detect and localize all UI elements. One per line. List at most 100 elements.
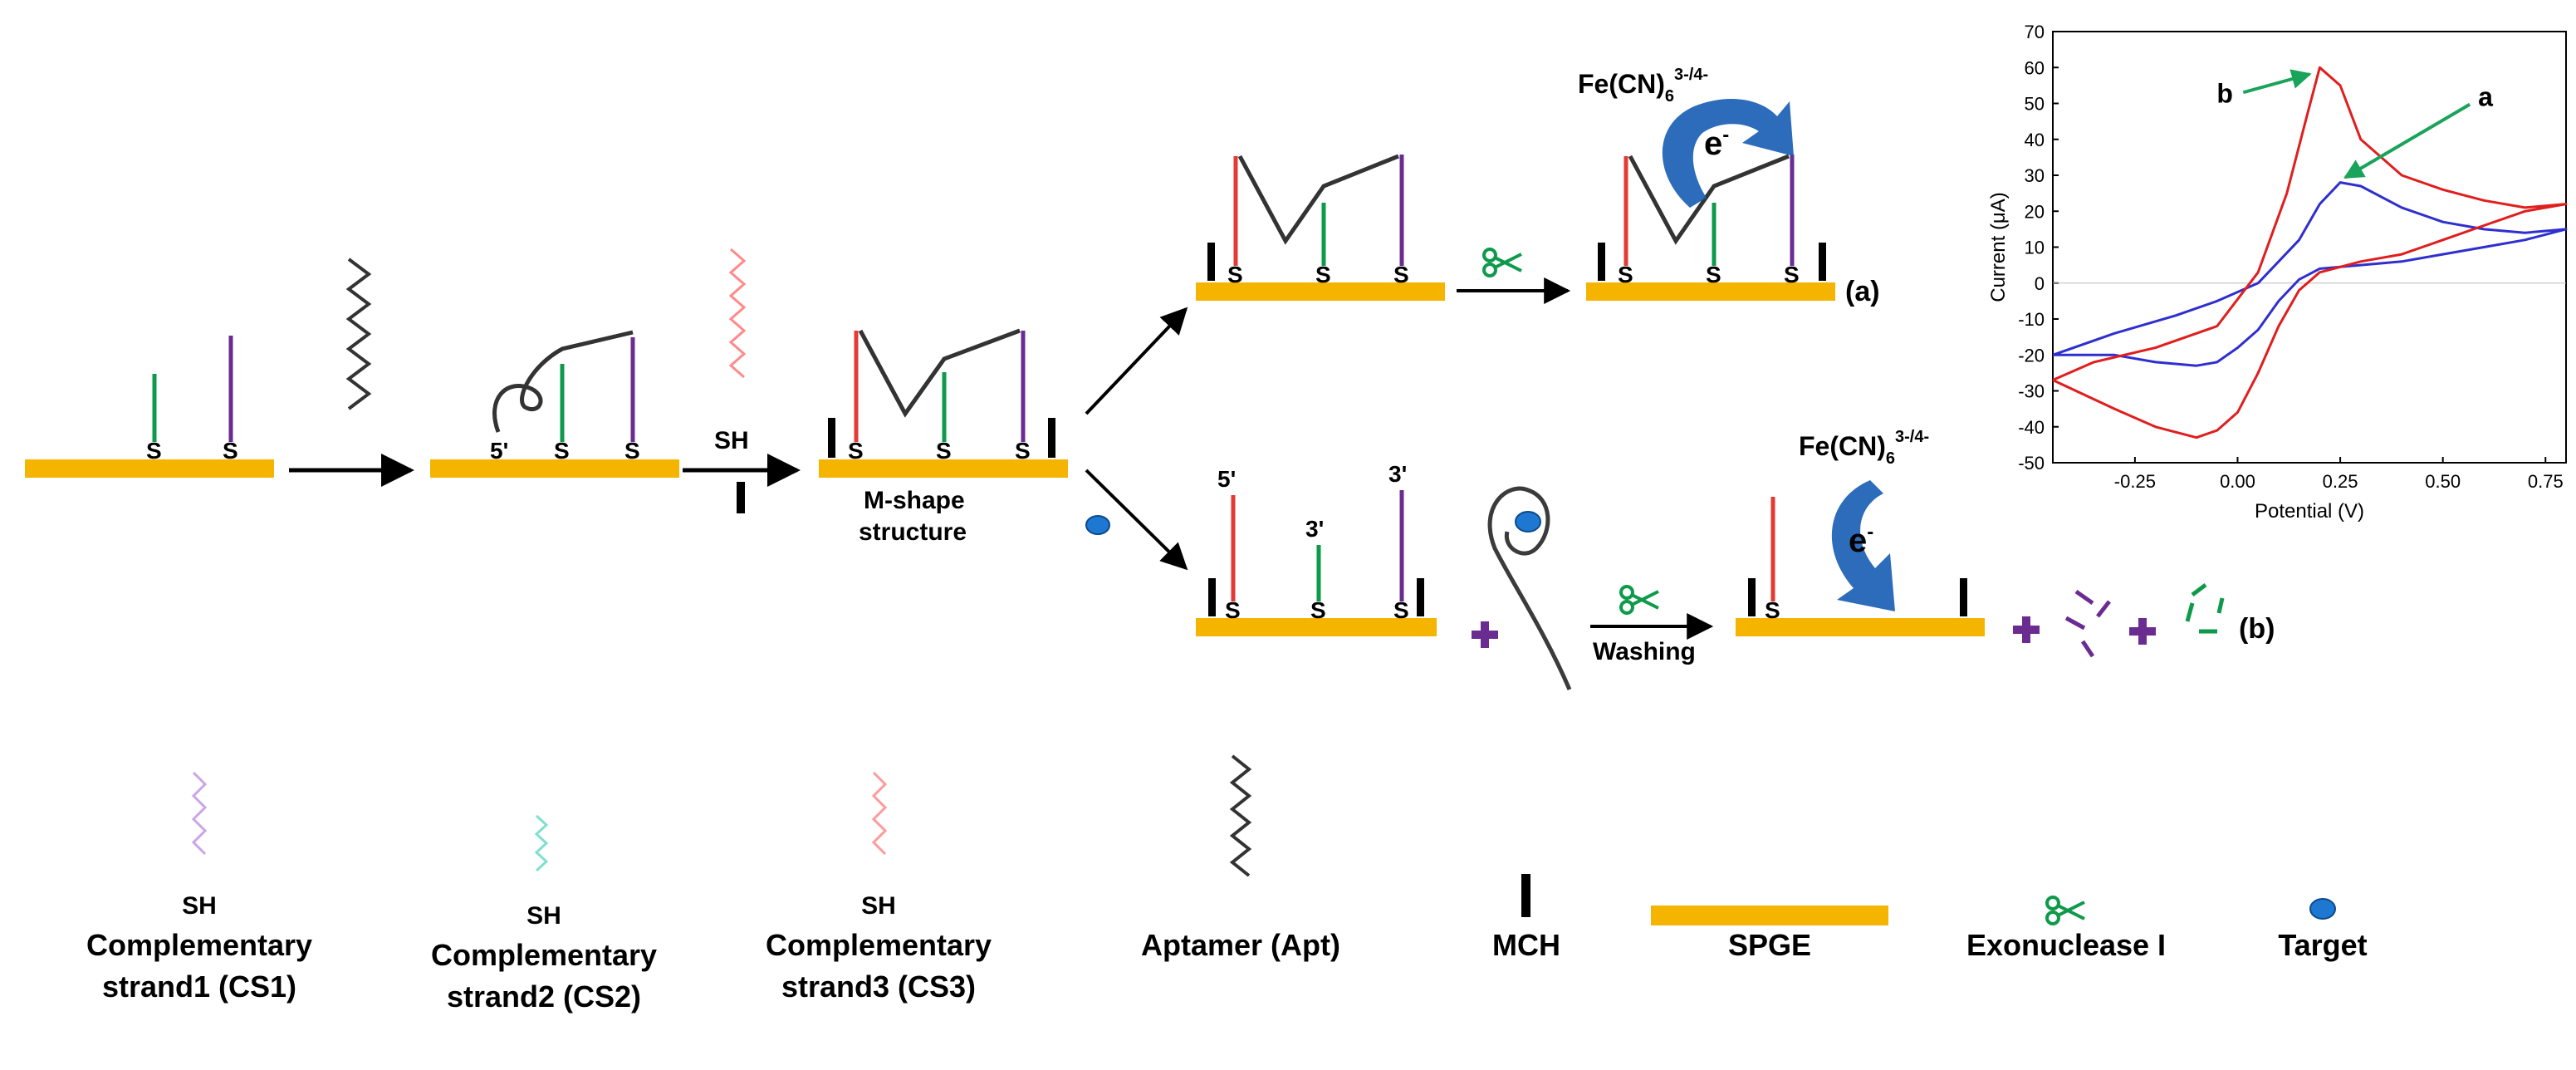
electron-label: e- — [1849, 521, 1873, 559]
scissors-icon — [2045, 896, 2086, 925]
legend-cs1-sh: SH — [182, 892, 217, 920]
sulfur-label: S — [1310, 597, 1326, 623]
ferricyanide-label-a: Fe(CN)63-/4- — [1578, 66, 1708, 106]
step3-electrode: S S S M-shape structure — [819, 328, 1068, 546]
legend: SH Complementary strand1 (CS1) SH Comple… — [86, 754, 2368, 1014]
curved-arrow-icon — [1831, 480, 1895, 611]
legend-mch: MCH — [1492, 874, 1560, 962]
legend-cs2-line2: strand2 (CS2) — [447, 979, 641, 1014]
legend-cs2-sh: SH — [526, 902, 561, 930]
spge-bar — [819, 459, 1068, 478]
spge-bar — [1586, 282, 1835, 301]
mch-mark — [737, 482, 745, 513]
y-tick-label: -10 — [2018, 309, 2045, 330]
cs2-fragments — [2185, 583, 2225, 634]
y-tick-label: -40 — [2018, 417, 2045, 438]
electron-label: e- — [1704, 124, 1729, 162]
mch-mark — [1960, 578, 1967, 616]
annotation-b: b — [2216, 78, 2233, 108]
y-tick-label: 40 — [2025, 130, 2045, 150]
step1-electrode: S S — [25, 336, 274, 478]
plus-icon — [2129, 618, 2156, 645]
spge-bar — [25, 459, 274, 478]
legend-mch-label: MCH — [1492, 928, 1560, 962]
y-tick-label: -30 — [2018, 381, 2045, 402]
annotation-b-arrow — [2242, 69, 2312, 95]
y-tick-label: -50 — [2018, 453, 2045, 474]
chart-xlabel: Potential (V) — [2255, 500, 2364, 523]
spge-bar — [1651, 906, 1888, 925]
branch-a-electrode-2: S S S e- Fe(CN)63-/4- (a) — [1578, 66, 1880, 307]
cs2-wave — [534, 814, 549, 872]
prime3-label: 3' — [1305, 516, 1324, 542]
legend-aptamer-label: Aptamer (Apt) — [1141, 928, 1340, 962]
sh-label: SH — [714, 427, 749, 454]
legend-cs2-line1: Complementary — [431, 938, 657, 972]
washing-label: Washing — [1593, 638, 1696, 665]
m-shape-aptamer — [858, 328, 1021, 418]
m-shape-aptamer — [1237, 154, 1399, 245]
series-b-line — [2052, 66, 2568, 439]
y-tick-label: 0 — [2035, 273, 2045, 294]
x-tick-label: 0.00 — [2220, 471, 2255, 492]
target-icon — [1085, 515, 1110, 535]
legend-aptamer: Aptamer (Apt) — [1141, 754, 1340, 962]
spge-bar — [1196, 618, 1437, 636]
folded-aptamer — [1487, 486, 1572, 690]
cv-chart: Current (μA) Potential (V) -50 -40 -30 -20 -… — [1987, 22, 2568, 523]
scissors-icon — [1619, 585, 1660, 615]
sulfur-label: S — [223, 438, 238, 464]
prime5-label: 5' — [1217, 466, 1236, 492]
sulfur-label: S — [848, 438, 864, 464]
x-tick-label: -0.25 — [2114, 471, 2156, 492]
mch-mark — [1208, 578, 1216, 616]
y-tick-label: 50 — [2025, 94, 2045, 115]
sulfur-label: S — [1765, 597, 1780, 623]
aptamer-addition — [289, 258, 414, 487]
legend-cs3-line1: Complementary — [766, 928, 992, 962]
sulfur-label: S — [1393, 262, 1409, 287]
arrow-branch-b — [1085, 469, 1188, 571]
mshape-title-line2: structure — [859, 518, 967, 546]
legend-spge: SPGE — [1651, 906, 1888, 962]
cs1-wave — [191, 771, 208, 856]
sulfur-label: S — [624, 438, 640, 464]
sulfur-label: S — [1015, 438, 1031, 464]
aptamer-target-complex — [1487, 486, 1572, 690]
step2-electrode: 5' S S — [430, 330, 679, 478]
aptamer-wave — [1229, 754, 1252, 877]
mch-mark — [1521, 874, 1530, 917]
sulfur-label: S — [1225, 597, 1241, 623]
legend-exo: Exonuclease I — [1966, 896, 2166, 962]
ferricyanide-label-b: Fe(CN)63-/4- — [1799, 428, 1929, 468]
mshape-title-line1: M-shape — [864, 487, 965, 514]
legend-spge-label: SPGE — [1728, 928, 1811, 962]
mch-mark — [1819, 243, 1826, 281]
prime5-label: 5' — [490, 438, 508, 464]
scissors-icon — [1482, 248, 1523, 277]
sulfur-label: S — [1315, 262, 1331, 287]
legend-exo-label: Exonuclease I — [1966, 928, 2166, 962]
sulfur-label: S — [1393, 597, 1409, 623]
x-tick-label: 0.25 — [2323, 471, 2358, 492]
m-shape-aptamer — [1628, 154, 1790, 245]
series-a-line — [2052, 181, 2568, 367]
sulfur-label: S — [1618, 262, 1633, 287]
annotation-a-arrow — [2343, 102, 2471, 179]
sulfur-label: S — [1706, 262, 1721, 287]
legend-cs3-line2: strand3 (CS3) — [781, 969, 976, 1004]
sulfur-label: S — [936, 438, 952, 464]
y-tick-label: -20 — [2018, 345, 2045, 366]
cs1-fragments — [2064, 589, 2111, 658]
y-tick-label: 30 — [2025, 165, 2045, 186]
mch-mark — [1207, 243, 1215, 281]
mch-mark — [828, 418, 835, 458]
aptamer-wave — [345, 258, 372, 410]
branch-b-electrode-1: 5' 3' 3' S S S — [1196, 461, 1437, 636]
branch-b-electrode-2: S e- Fe(CN)63-/4- — [1736, 428, 1985, 636]
label-a: (a) — [1845, 276, 1880, 307]
chart-ylabel: Current (μA) — [1987, 192, 2010, 302]
legend-cs1-line2: strand1 (CS1) — [102, 969, 296, 1004]
